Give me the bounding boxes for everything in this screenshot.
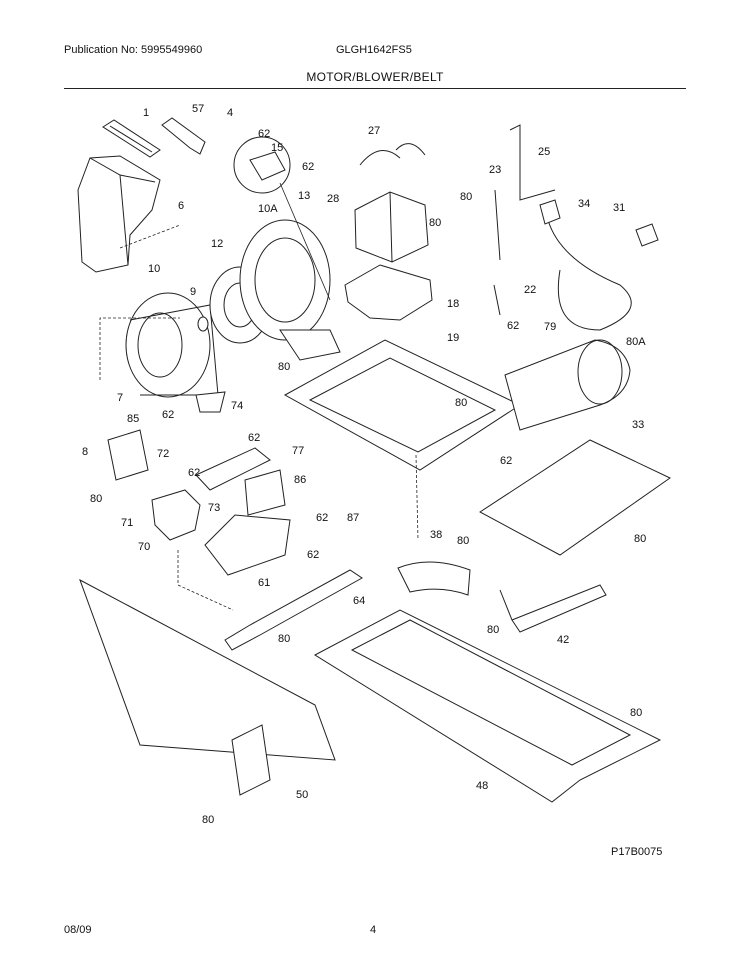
figure-code: P17B0075 <box>611 846 663 858</box>
callout: 1 <box>143 107 149 119</box>
callout: 50 <box>296 789 308 801</box>
callout: 38 <box>430 529 442 541</box>
part-gas-tube <box>224 569 363 651</box>
part-bracket-85 <box>107 429 149 481</box>
part-blower-housing <box>125 292 226 413</box>
part-motor-clips <box>359 143 426 166</box>
callout: 62 <box>162 409 174 421</box>
callout: 7 <box>117 392 123 404</box>
part-base-frame <box>313 609 662 803</box>
callout: 48 <box>476 780 488 792</box>
callout: 62 <box>507 320 519 332</box>
part-motor-plate <box>239 219 341 361</box>
callout: 18 <box>447 298 459 310</box>
callout: 80 <box>457 535 469 547</box>
part-exhaust-duct <box>77 155 161 273</box>
callout: 80 <box>429 217 441 229</box>
callout: 62 <box>188 467 200 479</box>
model-number: GLGH1642FS5 <box>336 44 412 56</box>
callout: 71 <box>121 517 133 529</box>
part-drive-motor <box>354 191 429 263</box>
callout: 80 <box>634 533 646 545</box>
callout: 64 <box>353 595 365 607</box>
callout: 42 <box>557 634 569 646</box>
part-switch-detail <box>233 136 331 301</box>
part-bracket-57 <box>161 117 206 155</box>
callout: 79 <box>544 321 556 333</box>
part-back-panel <box>79 578 336 796</box>
callout: 10 <box>148 263 160 275</box>
part-drum-cylinder <box>504 339 631 431</box>
callout: 23 <box>489 164 501 176</box>
part-motor-bracket <box>344 264 433 321</box>
callout: 57 <box>192 103 204 115</box>
callout-labels: 1 57 4 62 15 62 13 6 10A 27 28 80 80 25 … <box>82 103 646 826</box>
callout: 80 <box>487 624 499 636</box>
callout: 86 <box>294 474 306 486</box>
callout: 62 <box>307 549 319 561</box>
callout: 72 <box>157 448 169 460</box>
callout: 15 <box>271 142 283 154</box>
part-burner-tube <box>195 447 271 491</box>
callout: 12 <box>211 238 223 250</box>
callout: 80 <box>90 493 102 505</box>
callout: 61 <box>258 577 270 589</box>
callout: 62 <box>316 512 328 524</box>
part-vent-plate <box>102 119 161 158</box>
callout: 10A <box>258 203 278 215</box>
callout: 80 <box>455 397 467 409</box>
callout: 25 <box>538 146 550 158</box>
page-number: 4 <box>370 924 377 936</box>
callout: 31 <box>613 202 625 214</box>
callout: 80 <box>460 191 472 203</box>
callout: 73 <box>208 502 220 514</box>
callout: 62 <box>500 455 512 467</box>
callout: 9 <box>190 286 196 298</box>
callout: 62 <box>248 432 260 444</box>
callout: 27 <box>368 125 380 137</box>
callout: 22 <box>524 284 536 296</box>
callout: 77 <box>292 445 304 457</box>
part-rail-42 <box>499 584 607 633</box>
callout: 70 <box>138 541 150 553</box>
callout: 62 <box>302 161 314 173</box>
header-rule <box>64 88 686 89</box>
callout: 28 <box>327 193 339 205</box>
part-idler-arm <box>493 189 501 316</box>
part-cabinet-corner <box>509 124 556 201</box>
callout: 4 <box>227 107 233 119</box>
callout: 62 <box>258 128 270 140</box>
callout: 85 <box>127 413 139 425</box>
part-base <box>283 339 522 471</box>
callout: 13 <box>298 190 310 202</box>
callout: 34 <box>578 198 590 210</box>
part-gas-valve <box>151 489 201 541</box>
section-title: MOTOR/BLOWER/BELT <box>306 70 444 84</box>
part-duct-38 <box>397 561 471 596</box>
publication-number: Publication No: 5995549960 <box>64 44 203 56</box>
callout: 19 <box>447 332 459 344</box>
part-panel-33 <box>479 439 671 556</box>
callout: 33 <box>632 419 644 431</box>
callout: 80 <box>278 361 290 373</box>
callout: 8 <box>82 446 88 458</box>
callout: 80 <box>630 707 642 719</box>
callout: 80 <box>278 633 290 645</box>
callout: 80A <box>626 336 646 348</box>
callout: 87 <box>347 512 359 524</box>
footer-date: 08/09 <box>64 924 92 936</box>
part-shield-86 <box>244 469 286 516</box>
part-power-cord <box>539 199 659 331</box>
callout: 74 <box>231 400 243 412</box>
part-burner-bracket <box>204 514 291 576</box>
callout: 6 <box>178 200 184 212</box>
callout: 80 <box>202 814 214 826</box>
